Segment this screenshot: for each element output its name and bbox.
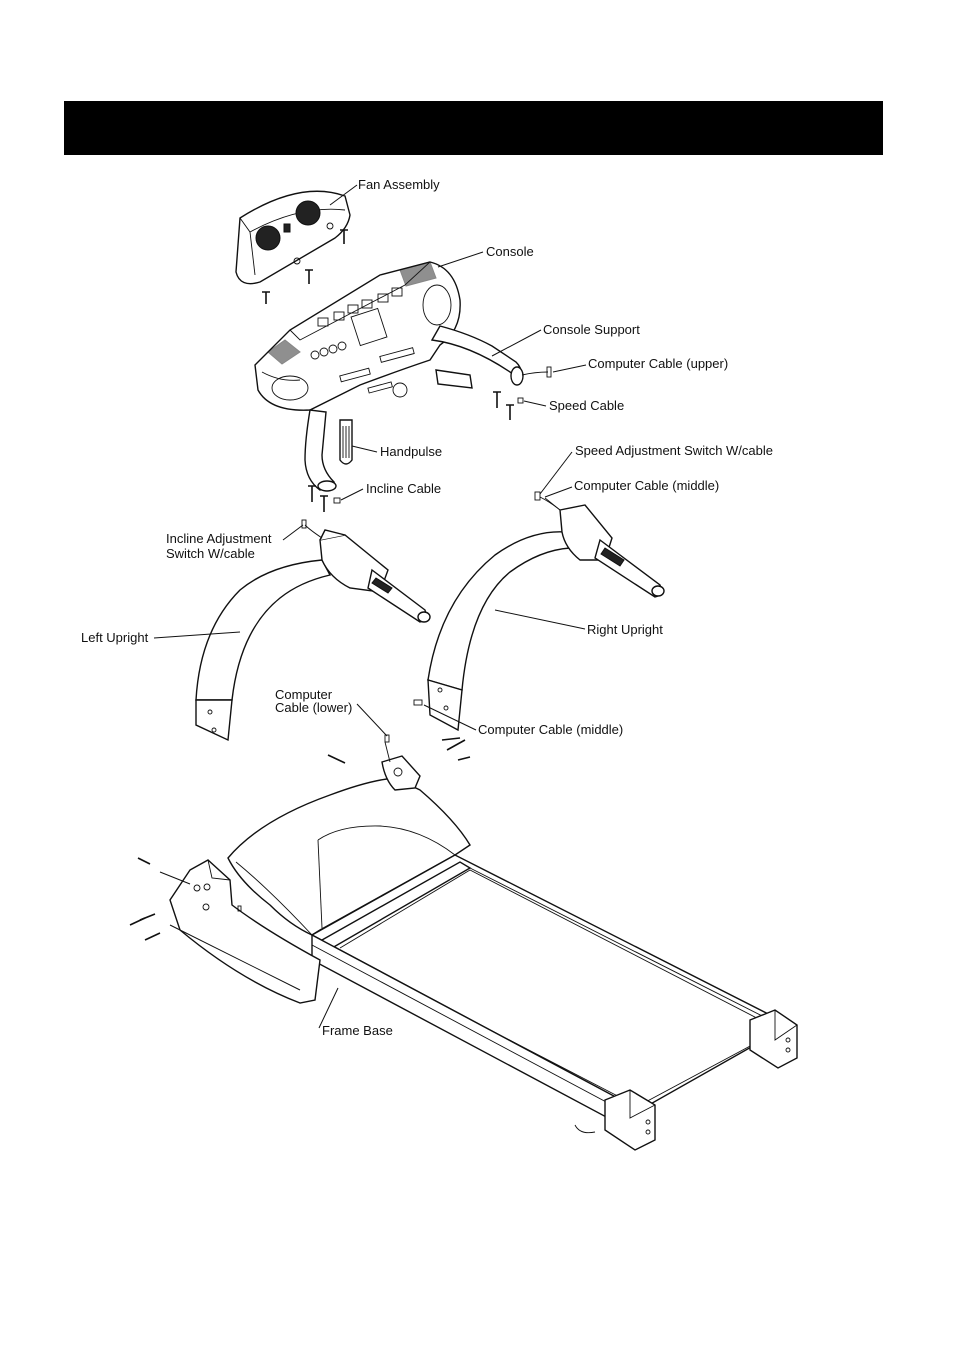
fan-screws	[262, 229, 348, 304]
label-speed-cable: Speed Cable	[549, 398, 624, 413]
label-incline-cable: Incline Cable	[366, 481, 441, 496]
header-bar	[64, 101, 883, 155]
label-computer-cable-lower-line2: Cable (lower)	[275, 700, 352, 715]
label-computer-cable-middle-bottom: Computer Cable (middle)	[478, 722, 623, 737]
right-upright-drawing	[413, 491, 665, 732]
label-right-upright: Right Upright	[587, 622, 663, 637]
label-left-upright: Left Upright	[81, 630, 149, 645]
leader-lines	[153, 184, 587, 1029]
label-fan-assembly: Fan Assembly	[358, 177, 440, 192]
label-incline-adjustment-line2: Switch W/cable	[166, 546, 255, 561]
part-labels: Fan Assembly Console Console Support Com…	[81, 177, 773, 1038]
label-handpulse: Handpulse	[380, 444, 442, 459]
label-incline-adjustment-line1: Incline Adjustment	[166, 531, 272, 546]
frame-base-drawing	[169, 734, 798, 1151]
label-speed-adjustment-switch: Speed Adjustment Switch W/cable	[575, 443, 773, 458]
label-console-support: Console Support	[543, 322, 640, 337]
console-drawing	[254, 261, 461, 411]
label-computer-cable-lower-line1: Computer	[275, 687, 333, 702]
fan-assembly-drawing	[235, 190, 351, 285]
console-support-drawing	[430, 325, 552, 420]
handpulse-drawing	[304, 409, 353, 512]
label-computer-cable-middle-top: Computer Cable (middle)	[574, 478, 719, 493]
left-upright-drawing	[195, 519, 431, 742]
label-console: Console	[486, 244, 534, 259]
frame-screws	[129, 737, 471, 941]
label-frame-base: Frame Base	[322, 1023, 393, 1038]
label-computer-cable-upper: Computer Cable (upper)	[588, 356, 728, 371]
